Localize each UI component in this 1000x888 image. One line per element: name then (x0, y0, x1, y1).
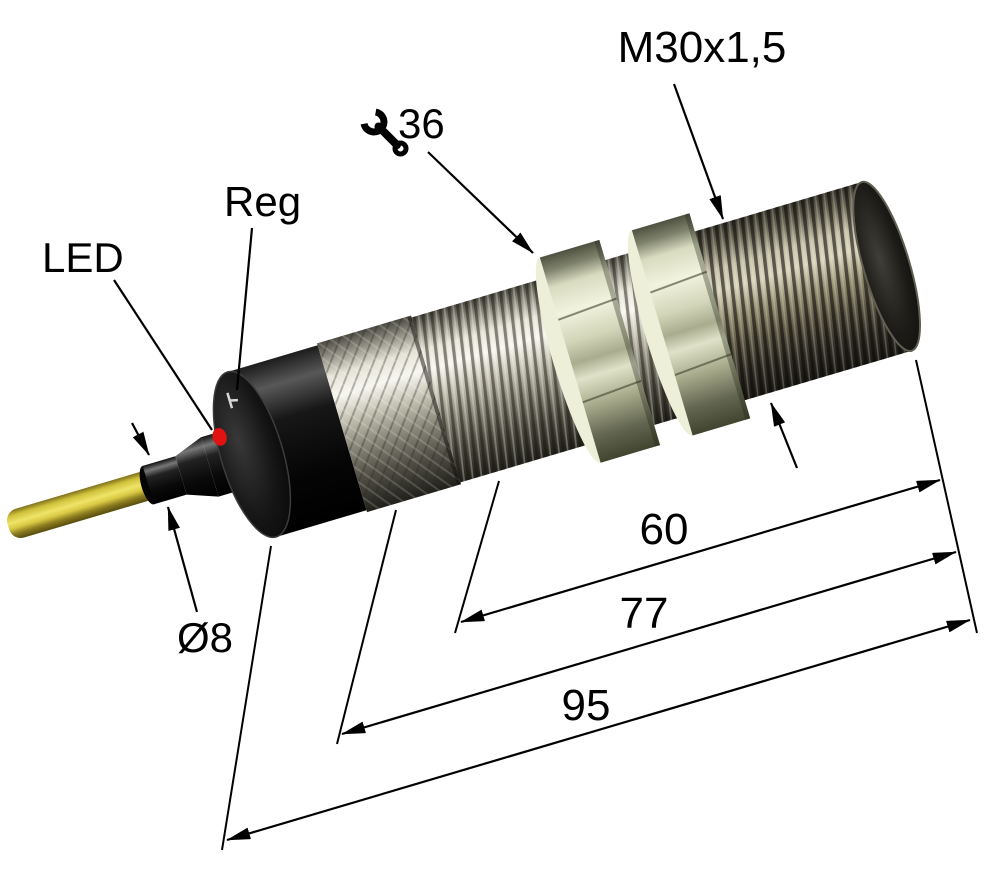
reg-leader-line (235, 227, 254, 391)
hex-nut-2-body (631, 213, 751, 436)
dim-95-label: 95 (562, 681, 611, 730)
thread-spec-leader-line (672, 83, 725, 220)
led-label: LED (42, 234, 124, 281)
cable-diameter-arrow-bottom (166, 506, 199, 613)
dim-95-line (226, 618, 971, 842)
dim-60-line (460, 478, 941, 624)
rear-cap-face (212, 370, 292, 539)
wrench-leader-line (427, 151, 534, 254)
hex-nut-1 (535, 239, 661, 463)
dim-77-label: 77 (620, 589, 669, 638)
wrench-ring (392, 140, 409, 157)
hex-nut-2 (627, 213, 751, 436)
led-indicator (212, 428, 227, 446)
cable (7, 471, 156, 539)
dim-60-label: 60 (640, 505, 689, 554)
front-thread-pointer-arrow (769, 402, 799, 469)
sensing-face (852, 180, 921, 353)
dim-95-extension-line (221, 545, 272, 851)
dim-60-extension-line (454, 480, 500, 634)
cable-gland-cone (175, 437, 219, 497)
hex-nut-1-edge (594, 239, 661, 447)
hex-nut-1-body (539, 239, 661, 463)
cable-diameter-label: Ø8 (177, 614, 233, 661)
cable-gland-neck (142, 456, 187, 505)
thread-spec-label: M30x1,5 (618, 23, 787, 72)
dim-77-line (341, 550, 957, 736)
dim-77-extension-line (336, 509, 397, 745)
hex-nut-1-facets (557, 297, 642, 404)
knurled-collar (317, 315, 462, 513)
wrench-size-label: 36 (398, 100, 445, 147)
reg-label: Reg (224, 178, 301, 225)
front-extension-line (915, 359, 978, 634)
wrench-handle (374, 122, 401, 149)
hex-nut-2-facets (650, 270, 732, 376)
hex-nut-2-edge (684, 213, 751, 420)
wrench-icon (360, 108, 409, 157)
sensor-body (7, 180, 921, 539)
regulator-slot (226, 392, 238, 409)
cable-diameter-arrow-top (131, 422, 150, 456)
led-leader-line (113, 279, 213, 431)
collar-thread-seam (407, 316, 461, 485)
